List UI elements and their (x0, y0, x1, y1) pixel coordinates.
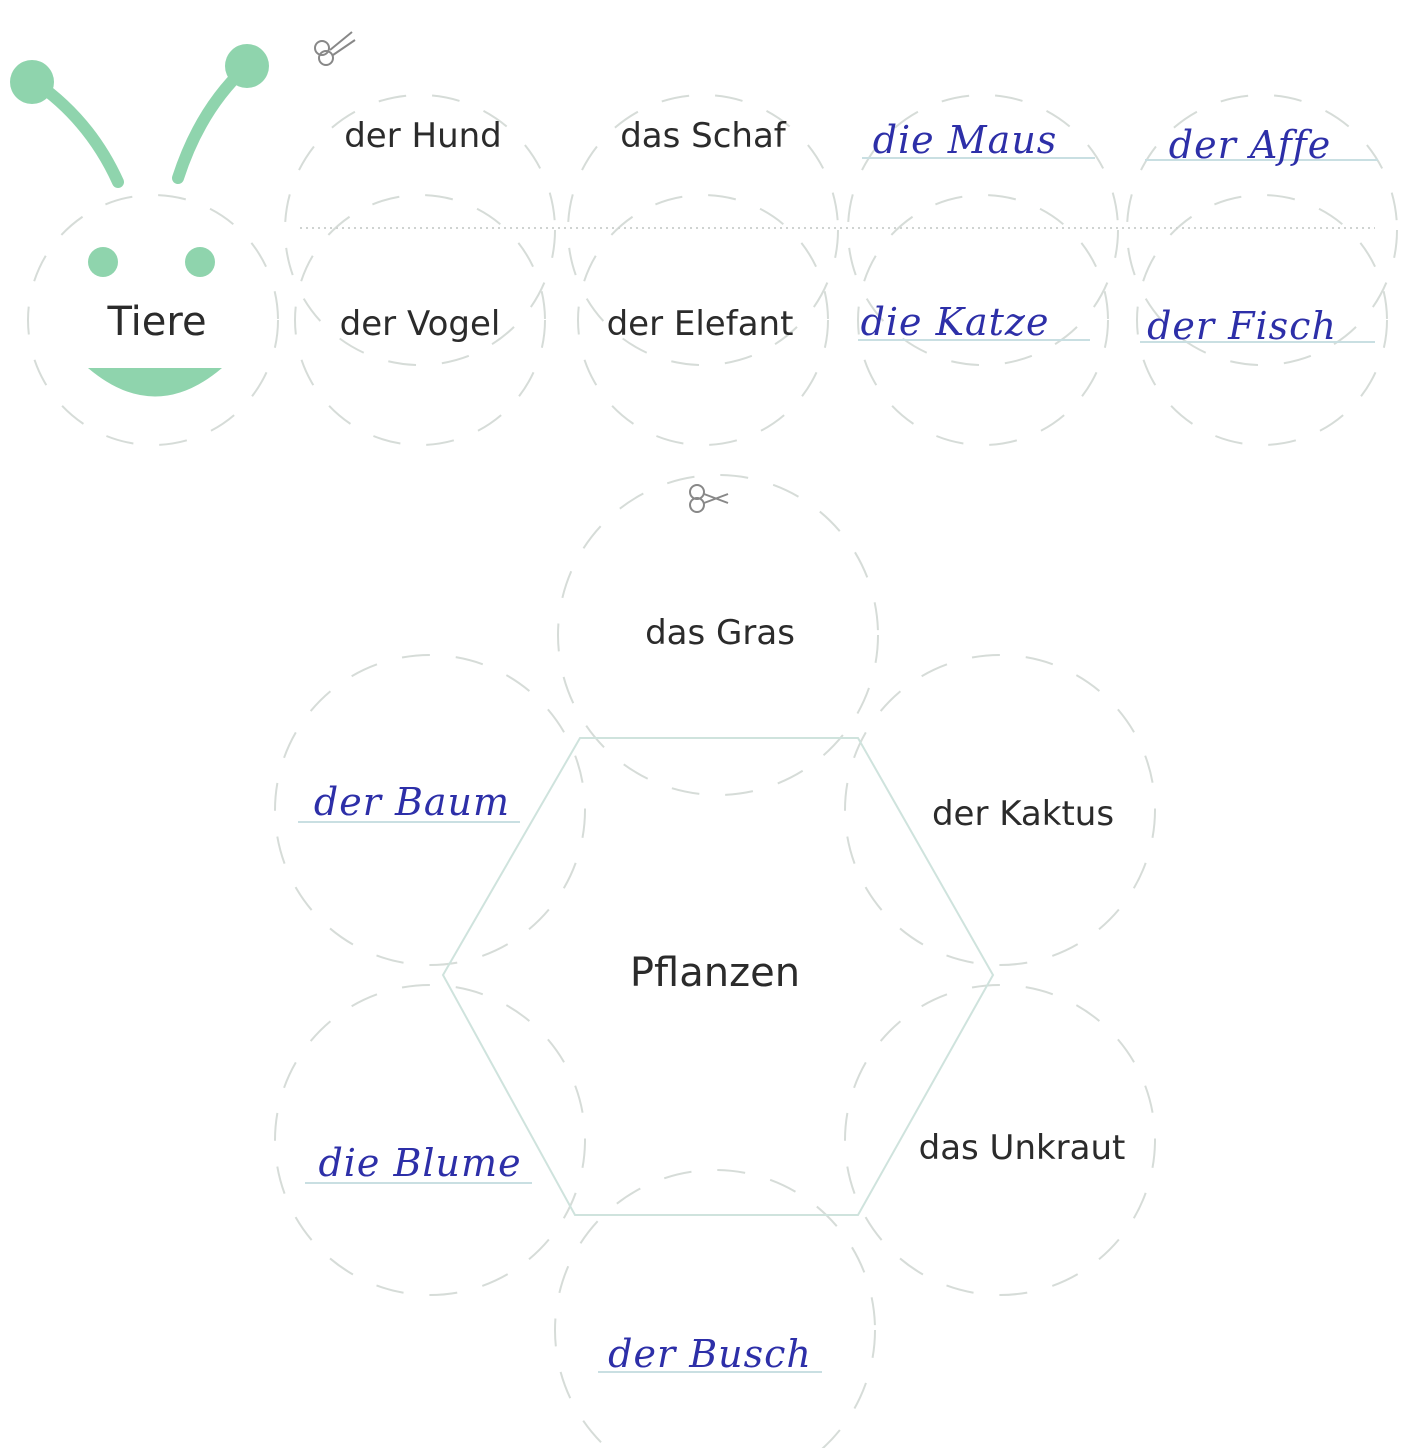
animal-handwritten: die Katze (861, 300, 1050, 344)
animal-word: der Elefant (607, 304, 794, 344)
petal-circle (275, 985, 585, 1295)
plant-handwritten: die Blume (318, 1141, 521, 1185)
plant-word: der Kaktus (932, 794, 1114, 834)
plant-handwritten: der Baum (314, 780, 510, 824)
animal-word: das Schaf (620, 116, 786, 156)
plant-handwritten: der Busch (608, 1332, 812, 1376)
animal-word: der Vogel (340, 304, 501, 344)
animal-handwritten: der Affe (1169, 123, 1331, 167)
animal-word: der Hund (344, 116, 502, 156)
scissors-icon (315, 32, 355, 65)
petal-circle (555, 1170, 875, 1448)
plants-title: Pflanzen (630, 950, 800, 996)
plant-word: das Unkraut (919, 1128, 1126, 1168)
animal-handwritten: der Fisch (1147, 304, 1337, 348)
animals-title: Tiere (107, 299, 206, 345)
scissors-icon (690, 485, 728, 512)
plant-word: das Gras (645, 613, 795, 653)
animal-handwritten: die Maus (873, 118, 1058, 162)
